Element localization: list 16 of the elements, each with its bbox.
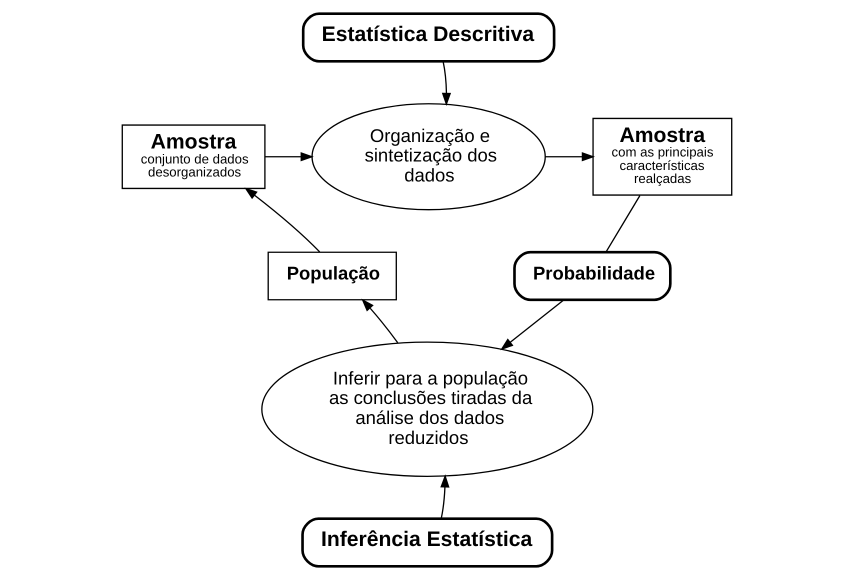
arrow <box>265 152 314 162</box>
node-ellipse: Inferir para a população as conclusões tiradas da análise dos dados reduzidos <box>261 341 594 478</box>
arrow <box>440 474 450 519</box>
connector <box>605 195 640 252</box>
arrow <box>500 299 564 350</box>
arrow <box>361 298 398 344</box>
node-box: Probabilidade <box>513 250 672 302</box>
arrow <box>546 152 595 162</box>
node-box: Estatística Descritiva <box>302 12 556 63</box>
node-box: População <box>268 252 397 300</box>
node-box: Inferência Estatística <box>301 517 554 568</box>
arrow <box>442 61 452 106</box>
node-box: Amostra conjunto de dados desorganizados <box>122 124 266 190</box>
arrow <box>244 187 320 252</box>
node-box: Amostra com as principais características realçadas <box>592 118 732 196</box>
node-ellipse: Organização e sintetização dos dados <box>311 103 546 210</box>
